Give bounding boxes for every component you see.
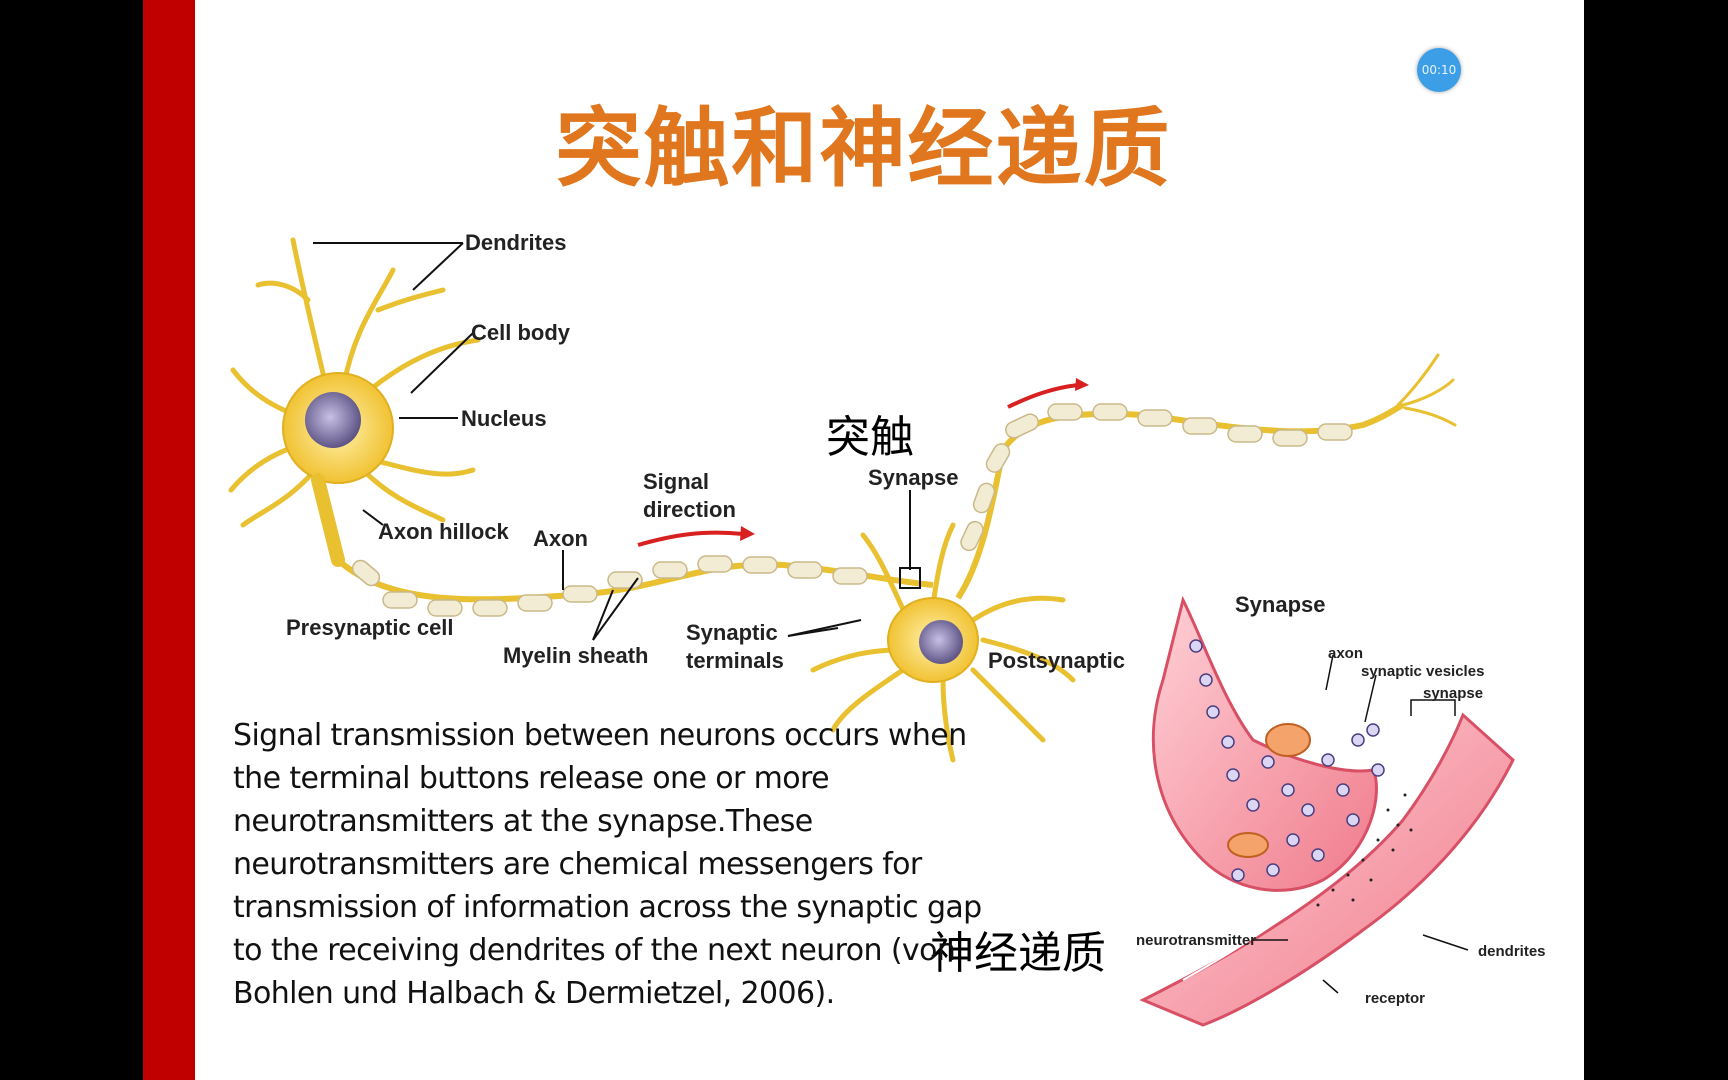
slide: 突触和神经递质	[143, 0, 1584, 1080]
postsynaptic-axon	[955, 353, 1457, 600]
synapse-detail-dendrites: dendrites	[1478, 943, 1546, 960]
synapse-detail-neurotransmitter: neurotransmitter	[1136, 932, 1256, 949]
label-signal-1: Signal	[643, 469, 709, 494]
label-nucleus: Nucleus	[461, 406, 547, 431]
label-axon-hillock: Axon hillock	[378, 519, 510, 544]
nucleus	[305, 392, 361, 448]
signal-arrow-2	[1007, 383, 1079, 409]
synapse-detail-diagram	[1139, 595, 1515, 1027]
label-synaptic-1: Synaptic	[686, 620, 778, 645]
label-myelin-sheath: Myelin sheath	[503, 643, 648, 668]
slide-body-text: Signal transmission between neurons occu…	[233, 718, 982, 1011]
label-signal-2: direction	[643, 497, 736, 522]
label-cell-body: Cell body	[471, 320, 571, 345]
label-axon: Axon	[533, 526, 588, 551]
label-synapse: Synapse	[868, 465, 959, 490]
synapse-cn-label: 突触	[826, 412, 914, 463]
slide-accent-bar	[143, 0, 195, 1080]
synapse-detail-title: Synapse	[1235, 592, 1326, 617]
synapse-detail-receptor: receptor	[1365, 990, 1425, 1007]
synapse-detail-vesicles: synaptic vesicles	[1361, 663, 1484, 680]
label-synaptic-2: terminals	[686, 648, 784, 673]
label-dendrites: Dendrites	[465, 230, 566, 255]
label-postsynaptic: Postsynaptic	[988, 648, 1125, 673]
slide-title: 突触和神经递质	[555, 99, 1172, 199]
signal-arrow-1	[637, 530, 744, 547]
recording-timer-badge[interactable]: 00:10	[1417, 48, 1461, 92]
synapse-detail-synapse: synapse	[1423, 685, 1483, 702]
synapse-detail-axon: axon	[1328, 645, 1363, 662]
label-presynaptic-cell: Presynaptic cell	[286, 615, 454, 640]
neuron-diagram: Dendrites Cell body Nucleus Axon hillock…	[228, 230, 1546, 1027]
presynaptic-axon	[335, 555, 934, 617]
neurotransmitter-cn-label: 神经递质	[930, 928, 1106, 979]
